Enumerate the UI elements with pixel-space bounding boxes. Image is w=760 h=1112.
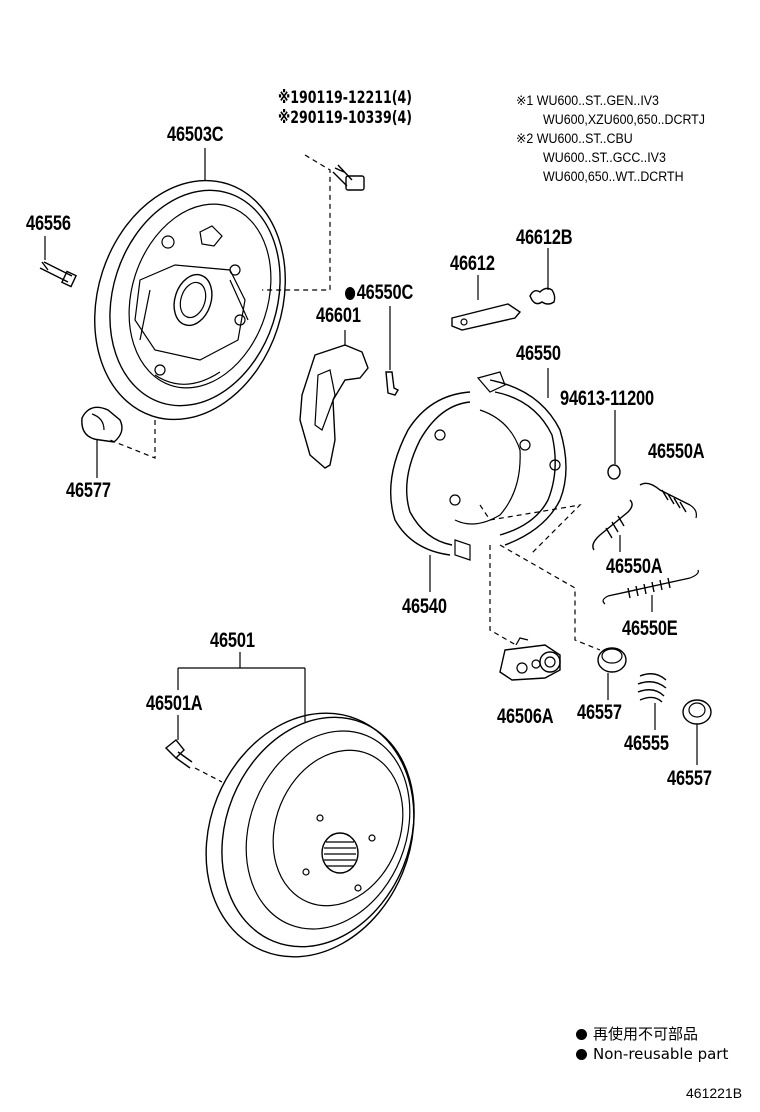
label-46540: 46540 [402,595,447,618]
bolt-46501A-drawing [164,715,193,769]
label-46550C: 46550C [345,282,413,303]
label-46612: 46612 [450,252,495,275]
brake-shoe-46540-drawing [390,371,567,561]
label-46556: 46556 [26,212,71,235]
backing-plate-drawing [94,179,286,421]
grommet-46577-drawing [81,406,123,443]
figure-id: 461221B [686,1085,743,1101]
applicability-2-line1: WU600..ST..CBU [536,131,633,146]
lever-46601-drawing [299,344,369,469]
brake-drum-46501-drawing [205,712,415,958]
washer-94613-drawing [607,410,621,480]
label-46550: 46550 [516,342,561,365]
strut-46612-drawing [451,303,522,331]
legend-dot-icon [576,1049,587,1060]
bolt-top-drawing [332,164,365,191]
applicability-1-line1: WU600..ST..GEN..IV3 [536,93,659,108]
label-94613-11200: 94613-11200 [560,387,654,410]
legend-dot-icon [576,1029,587,1040]
applicability-2-mark: ※2 [516,131,534,146]
bolt-note-2: ※290119-10339(4) [278,108,412,128]
label-46557-left: 46557 [577,701,622,724]
spring-46555-drawing [637,673,667,730]
label-46503C: 46503C [167,123,224,146]
label-46550A-lower: 46550A [606,555,663,578]
legend-japanese-text: 再使用不可部品 [593,1025,699,1043]
legend-english-text: Non-reusable part [593,1045,729,1063]
label-46501A: 46501A [146,692,203,715]
spring-46550A-upper-drawing [639,482,697,519]
spring-46612B-drawing [529,248,556,305]
spring-46550A-lower-drawing [592,499,633,552]
label-46550E: 46550E [622,617,678,640]
label-46555: 46555 [624,732,669,755]
wheel-cylinder-46506A-drawing [499,637,561,681]
label-46550C-text: 46550C [356,281,414,304]
legend-english: Non-reusable part [576,1047,728,1062]
bolt-46556-drawing [39,261,77,288]
label-46601: 46601 [316,304,361,327]
cup-46557-right-drawing [682,699,712,765]
label-46557-right: 46557 [667,767,712,790]
label-46506A: 46506A [497,705,554,728]
applicability-2: ※2 WU600..ST..CBU [516,132,633,146]
applicability-1-line2: WU600,XZU600,650..DCRTJ [543,112,705,127]
applicability-2-line3: WU600,650..WT..DCRTH [543,169,684,184]
applicability-1: ※1 WU600..ST..GEN..IV3 [516,94,659,108]
legend-japanese: 再使用不可部品 [576,1027,698,1042]
clip-46550C-drawing [385,306,399,396]
applicability-2-line2: WU600..ST..GCC..IV3 [543,150,666,165]
label-46501: 46501 [210,629,255,652]
applicability-1-mark: ※1 [516,93,534,108]
bolt-note-1: ※190119-12211(4) [278,88,412,108]
label-46550A-upper: 46550A [648,440,705,463]
label-46577: 46577 [66,479,111,502]
non-reusable-marker-icon [345,287,356,300]
spring-46550E-drawing [602,569,699,612]
cap-46557-left-drawing [597,647,627,700]
label-46612B: 46612B [516,226,573,249]
